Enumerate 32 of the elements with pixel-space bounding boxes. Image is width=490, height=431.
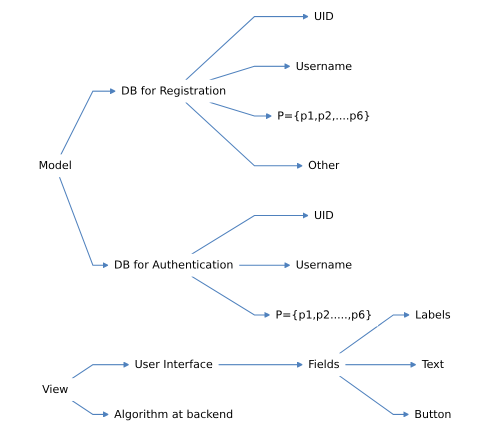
- arrow: [238, 262, 290, 268]
- node-text: Model: [38, 158, 72, 172]
- arrow: [185, 14, 309, 80]
- node-text: UID: [314, 208, 334, 222]
- arrow: [72, 362, 130, 379]
- arrow: [339, 375, 410, 418]
- node-text: P={p1,p2,....p6}: [277, 109, 370, 122]
- node-text: P={p1,p2.....,p6}: [276, 308, 372, 322]
- arrow: [58, 176, 109, 268]
- arrow: [209, 63, 290, 81]
- node-text: Other: [308, 158, 340, 172]
- arrow: [72, 400, 109, 418]
- node-text: DB for Registration: [121, 84, 226, 98]
- node-text: UID: [314, 10, 334, 23]
- arrow: [345, 362, 416, 368]
- node-text: Fields: [308, 358, 340, 371]
- arrow: [339, 312, 410, 354]
- node-text: Username: [296, 59, 352, 73]
- arrow: [209, 102, 272, 120]
- node-text: User Interface: [134, 358, 213, 371]
- arrow: [191, 212, 309, 255]
- node-text: Text: [422, 358, 444, 371]
- arrow: [60, 88, 116, 155]
- node-text: DB for Authentication: [114, 258, 234, 272]
- arrow: [185, 102, 303, 169]
- node-text: Labels: [415, 308, 451, 322]
- node-text: Algorithm at backend: [114, 408, 234, 421]
- arrow: [191, 276, 270, 318]
- node-text: Username: [296, 258, 352, 272]
- node-text: View: [42, 382, 68, 396]
- node-text: Button: [414, 408, 452, 421]
- arrow: [218, 362, 303, 368]
